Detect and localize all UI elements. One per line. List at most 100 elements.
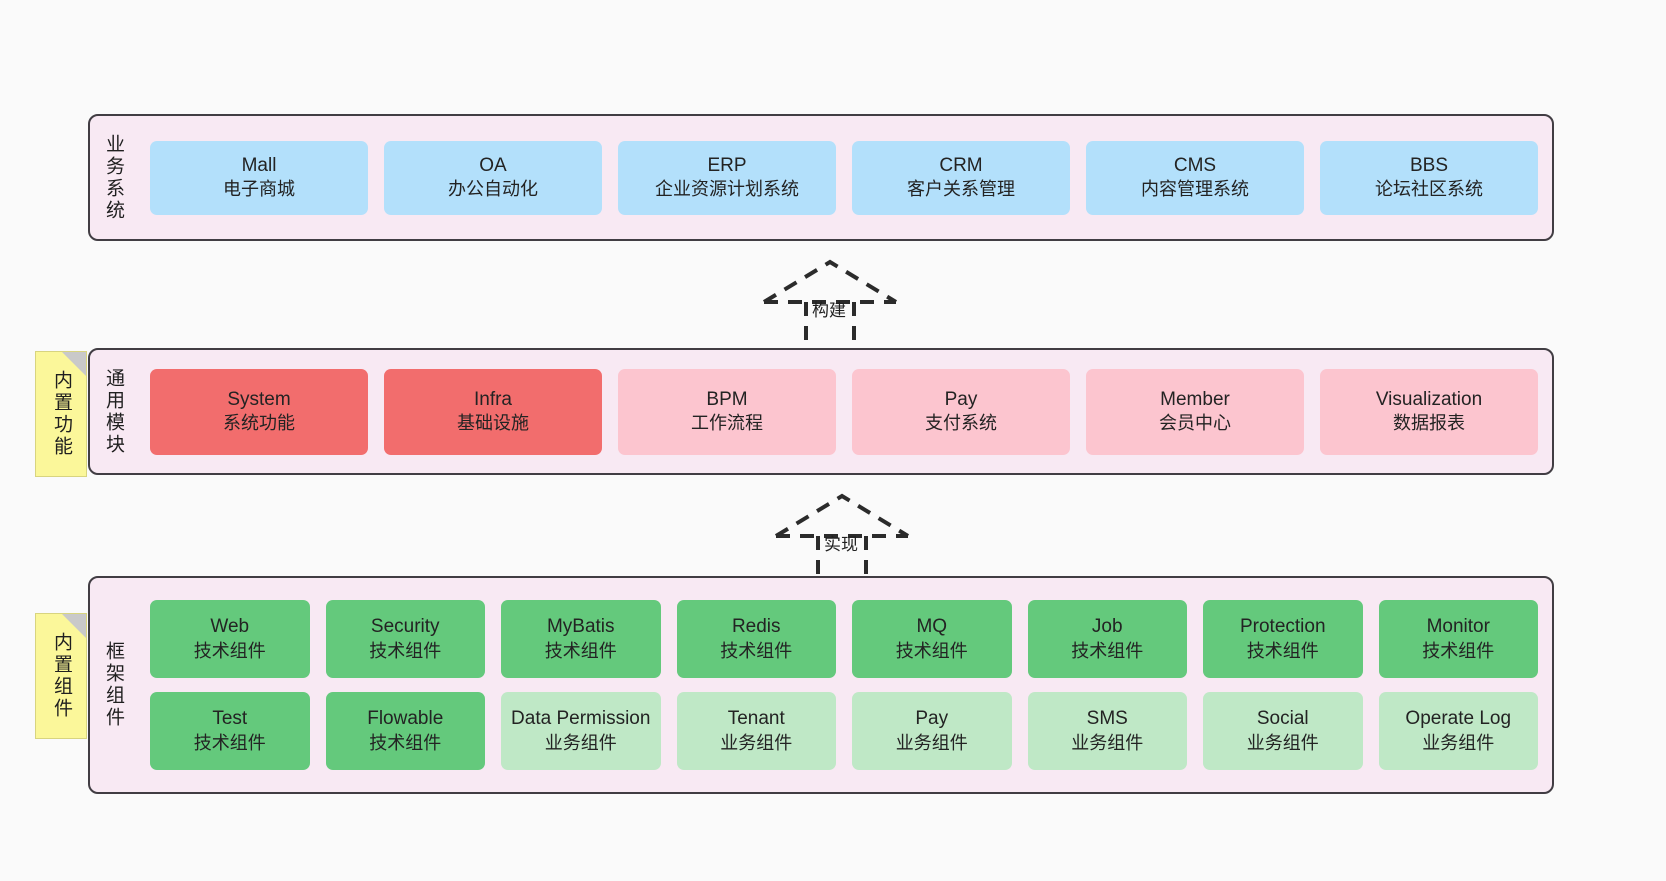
node-web[interactable]: Web 技术组件: [150, 600, 310, 678]
node-cms[interactable]: CMS 内容管理系统: [1086, 140, 1304, 215]
node-subtitle: 业务组件: [1246, 732, 1319, 753]
framework-component-layer: 框架组件 Web 技术组件 Security 技术组件 MyBatis 技术组件: [88, 576, 1554, 794]
node-mybatis[interactable]: MyBatis 技术组件: [501, 600, 661, 678]
node-title: CMS: [1173, 154, 1217, 176]
node-title: MyBatis: [546, 616, 615, 638]
node-visualization[interactable]: Visualization 数据报表: [1320, 368, 1538, 455]
node-title: OA: [479, 154, 507, 176]
node-security[interactable]: Security 技术组件: [325, 600, 485, 678]
node-pay-component[interactable]: Pay 业务组件: [852, 692, 1012, 770]
node-bbs[interactable]: BBS 论坛社区系统: [1320, 140, 1538, 215]
node-title: Visualization: [1375, 388, 1483, 410]
node-subtitle: 技术组件: [193, 732, 266, 753]
node-subtitle: 数据报表: [1393, 413, 1465, 434]
node-title: Pay: [944, 388, 978, 410]
node-title: Redis: [731, 616, 781, 638]
node-subtitle: 技术组件: [369, 732, 442, 753]
node-subtitle: 业务组件: [1422, 732, 1495, 753]
node-member[interactable]: Member 会员中心: [1086, 368, 1304, 455]
node-operate-log[interactable]: Operate Log 业务组件: [1378, 692, 1538, 770]
node-title: Infra: [473, 388, 513, 410]
node-title: Protection: [1239, 616, 1326, 638]
arrow-triangle-head: [774, 493, 910, 538]
node-subtitle: 系统功能: [223, 413, 295, 434]
common-module-layer: 通用模块 System 系统功能 Infra 基础设施 BPM 工作流程 Pay…: [88, 348, 1554, 475]
node-subtitle: 技术组件: [1422, 640, 1495, 661]
node-protection[interactable]: Protection 技术组件: [1203, 600, 1363, 678]
node-test[interactable]: Test 技术组件: [150, 692, 310, 770]
note-label: 内置功能: [50, 370, 72, 458]
module-node-row: System 系统功能 Infra 基础设施 BPM 工作流程 Pay 支付系统…: [150, 368, 1538, 455]
node-subtitle: 企业资源计划系统: [655, 179, 799, 200]
node-redis[interactable]: Redis 技术组件: [676, 600, 836, 678]
node-title: Test: [212, 708, 248, 730]
node-subtitle: 技术组件: [1071, 640, 1144, 661]
node-title: Monitor: [1426, 616, 1490, 638]
node-subtitle: 业务组件: [720, 732, 793, 753]
node-mall[interactable]: Mall 电子商城: [150, 140, 368, 215]
node-system[interactable]: System 系统功能: [150, 368, 368, 455]
node-title: Security: [370, 616, 440, 638]
framework-tech-row: Web 技术组件 Security 技术组件 MyBatis 技术组件 Redi…: [150, 600, 1538, 678]
node-flowable[interactable]: Flowable 技术组件: [325, 692, 485, 770]
module-layer-title: 通用模块: [102, 367, 124, 456]
note-fold-corner: [62, 614, 86, 638]
node-subtitle: 业务组件: [544, 732, 617, 753]
node-title: ERP: [707, 154, 747, 176]
node-subtitle: 业务组件: [1071, 732, 1144, 753]
node-subtitle: 电子商城: [223, 179, 295, 200]
node-title: Flowable: [367, 708, 444, 730]
business-system-layer: 业务系统 Mall 电子商城 OA 办公自动化 ERP 企业资源计划系统 CRM…: [88, 114, 1554, 241]
arrow-triangle-head: [762, 259, 898, 304]
node-subtitle: 技术组件: [544, 640, 617, 661]
node-subtitle: 技术组件: [1246, 640, 1319, 661]
node-data-permission[interactable]: Data Permission 业务组件: [501, 692, 661, 770]
node-title: BBS: [1409, 154, 1449, 176]
framework-layer-title: 框架组件: [102, 641, 124, 729]
node-sms[interactable]: SMS 业务组件: [1027, 692, 1187, 770]
node-title: SMS: [1086, 708, 1128, 730]
node-title: System: [227, 388, 291, 410]
node-monitor[interactable]: Monitor 技术组件: [1378, 600, 1538, 678]
node-subtitle: 客户关系管理: [907, 179, 1015, 200]
arrow-shaft: [804, 302, 856, 344]
node-tenant[interactable]: Tenant 业务组件: [676, 692, 836, 770]
node-title: Mall: [241, 154, 277, 176]
node-subtitle: 技术组件: [369, 640, 442, 661]
node-title: Member: [1160, 388, 1230, 410]
node-subtitle: 内容管理系统: [1141, 179, 1249, 200]
node-bpm[interactable]: BPM 工作流程: [618, 368, 836, 455]
node-title: Job: [1091, 616, 1123, 638]
node-social[interactable]: Social 业务组件: [1203, 692, 1363, 770]
node-subtitle: 支付系统: [925, 413, 997, 434]
node-mq[interactable]: MQ 技术组件: [852, 600, 1012, 678]
node-title: Data Permission: [511, 708, 651, 730]
note-label: 内置组件: [50, 632, 72, 720]
node-subtitle: 技术组件: [895, 640, 968, 661]
node-erp[interactable]: ERP 企业资源计划系统: [618, 140, 836, 215]
node-title: Pay: [915, 708, 949, 730]
business-node-row: Mall 电子商城 OA 办公自动化 ERP 企业资源计划系统 CRM 客户关系…: [150, 140, 1538, 215]
arrow-shaft: [816, 536, 868, 578]
node-title: BPM: [706, 388, 748, 410]
node-subtitle: 技术组件: [193, 640, 266, 661]
node-title: CRM: [939, 154, 983, 176]
node-subtitle: 工作流程: [691, 413, 763, 434]
node-subtitle: 办公自动化: [448, 179, 538, 200]
node-crm[interactable]: CRM 客户关系管理: [852, 140, 1070, 215]
connector-label-build: 构建: [812, 301, 846, 320]
node-job[interactable]: Job 技术组件: [1027, 600, 1187, 678]
node-oa[interactable]: OA 办公自动化: [384, 140, 602, 215]
node-title: MQ: [916, 616, 948, 638]
generalization-arrow-build: 构建: [760, 258, 900, 344]
node-subtitle: 技术组件: [720, 640, 793, 661]
node-infra[interactable]: Infra 基础设施: [384, 368, 602, 455]
connector-label-implement: 实现: [824, 535, 858, 554]
node-subtitle: 论坛社区系统: [1375, 179, 1483, 200]
framework-business-row: Test 技术组件 Flowable 技术组件 Data Permission …: [150, 692, 1538, 770]
generalization-arrow-implement: 实现: [772, 492, 912, 578]
sticky-note-builtin-features: 内置功能: [35, 351, 87, 477]
node-title: Web: [210, 616, 250, 638]
node-pay-module[interactable]: Pay 支付系统: [852, 368, 1070, 455]
